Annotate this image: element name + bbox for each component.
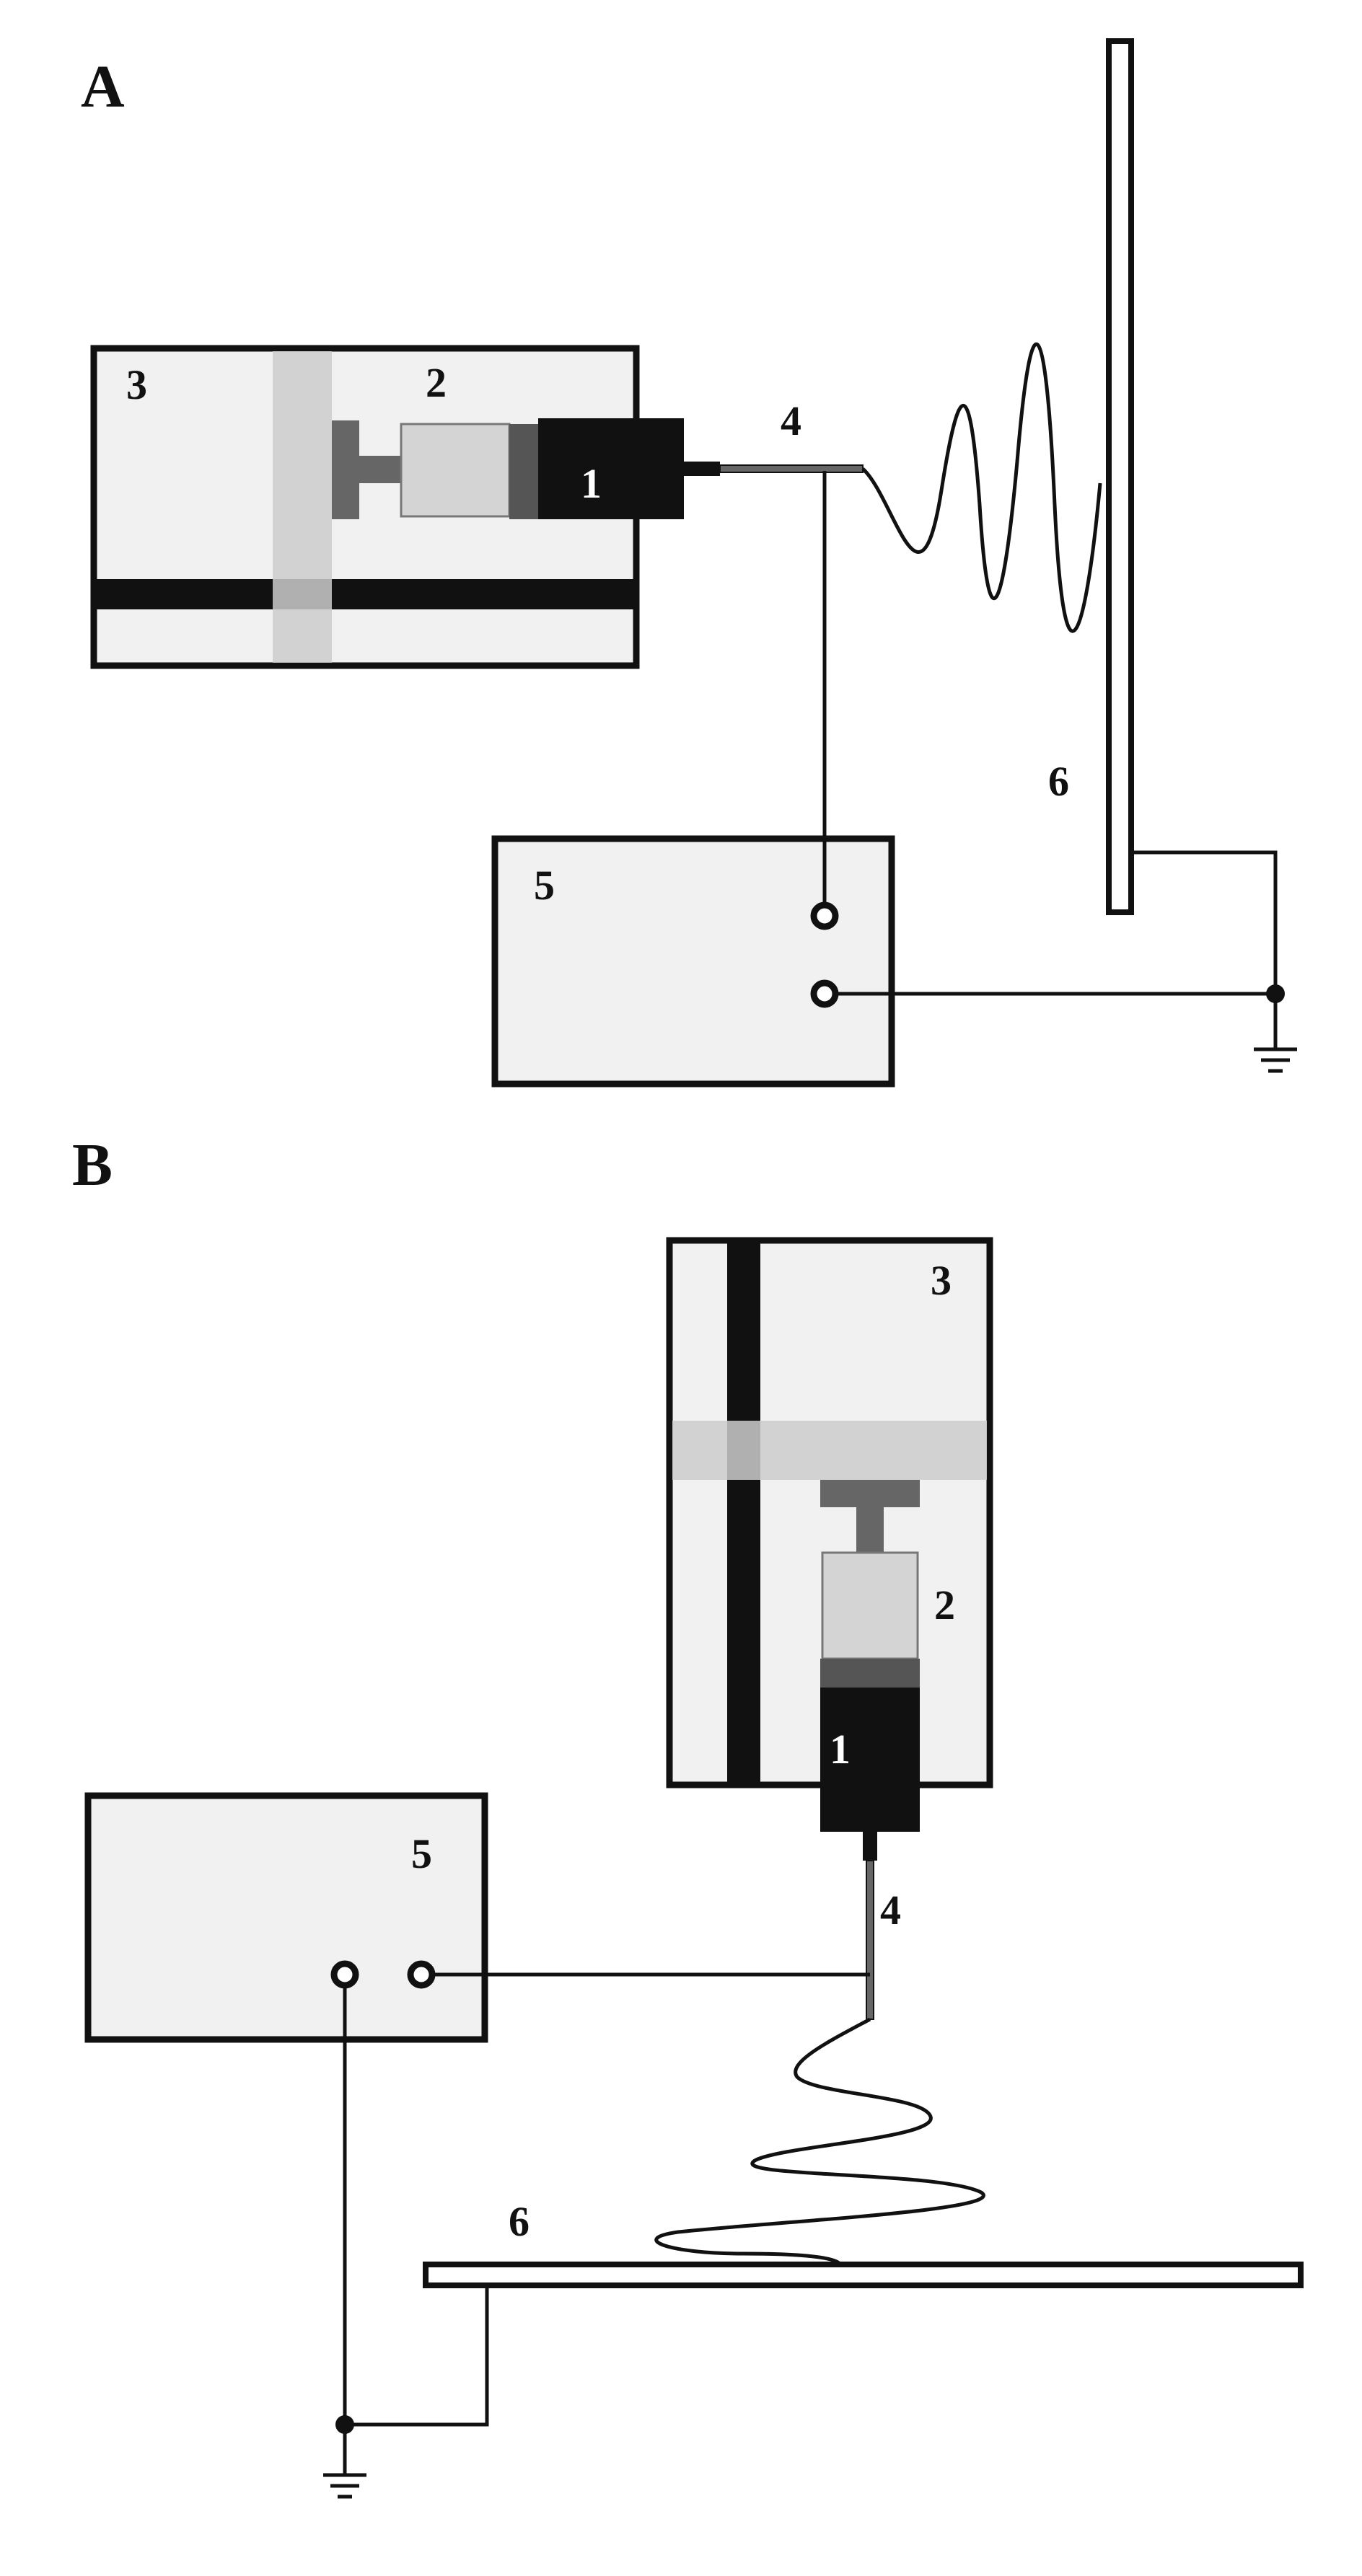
polymer-jet-a (861, 342, 1102, 633)
syringe-barrel-b (821, 1551, 919, 1660)
ground-junction-a (1266, 984, 1285, 1003)
plunger-seal-b (820, 1659, 920, 1688)
label-needle-b: 4 (880, 1887, 901, 1933)
terminal-positive-b (407, 1960, 436, 1989)
panel-a-label: A (81, 53, 125, 120)
syringe-b: 2 1 (820, 1480, 955, 1832)
label-needle-a: 4 (781, 397, 801, 444)
panel-b: B 3 2 1 4 6 (72, 1132, 1304, 2499)
collector-ground-wire-a (1131, 850, 1278, 1048)
collector-b: 6 (423, 2198, 1304, 2288)
collector-a: 6 (1048, 38, 1134, 915)
needle-hub-b (863, 1832, 877, 1861)
ground-symbol-b (323, 2473, 366, 2499)
power-supply-b: 5 (84, 1792, 488, 2043)
label-pump-a: 3 (126, 361, 147, 408)
syringe-body-b (820, 1688, 920, 1832)
power-supply-a: 5 (491, 835, 895, 1088)
terminal-ground-b (330, 1960, 359, 1989)
plunger-head-a (332, 420, 359, 519)
label-collector-a: 6 (1048, 758, 1069, 805)
label-power-supply-b: 5 (411, 1830, 432, 1877)
label-power-supply-a: 5 (534, 862, 555, 909)
label-solution-a: 1 (581, 460, 602, 507)
polymer-jet-b (654, 2017, 985, 2266)
panel-b-label: B (72, 1132, 113, 1199)
label-collector-b: 6 (509, 2198, 530, 2245)
collector-plate-a (1106, 38, 1134, 915)
pump-clamp-b (672, 1421, 987, 1480)
syringe-a: 2 1 (332, 359, 684, 519)
needle-a: 4 (684, 397, 864, 476)
label-syringe-a: 2 (426, 359, 447, 406)
needle-b: 4 (863, 1832, 901, 2020)
panel-a: A 3 2 1 4 6 (81, 38, 1297, 1088)
pump-rail-a (97, 579, 633, 609)
syringe-barrel-a (400, 423, 511, 518)
pump-rail-b (727, 1243, 760, 1782)
collector-ground-wire-b (345, 2285, 489, 2427)
terminal-ground-a (810, 979, 839, 1008)
needle-tip-a (719, 464, 864, 473)
label-solution-b: 1 (830, 1726, 851, 1773)
pump-clamp-a (273, 351, 332, 663)
power-supply-box-b (84, 1792, 488, 2043)
label-syringe-b: 2 (934, 1582, 955, 1628)
label-pump-b: 3 (931, 1257, 952, 1304)
needle-hub-a (684, 462, 720, 476)
ground-junction-b (335, 2415, 354, 2434)
collector-plate-b (423, 2262, 1304, 2288)
ground-symbol-a (1254, 1047, 1297, 1073)
terminal-positive-a (810, 901, 839, 930)
syringe-body-a (538, 418, 684, 519)
needle-tip-b (866, 1860, 874, 2020)
plunger-seal-a (509, 424, 538, 519)
plunger-head-b (820, 1480, 920, 1507)
